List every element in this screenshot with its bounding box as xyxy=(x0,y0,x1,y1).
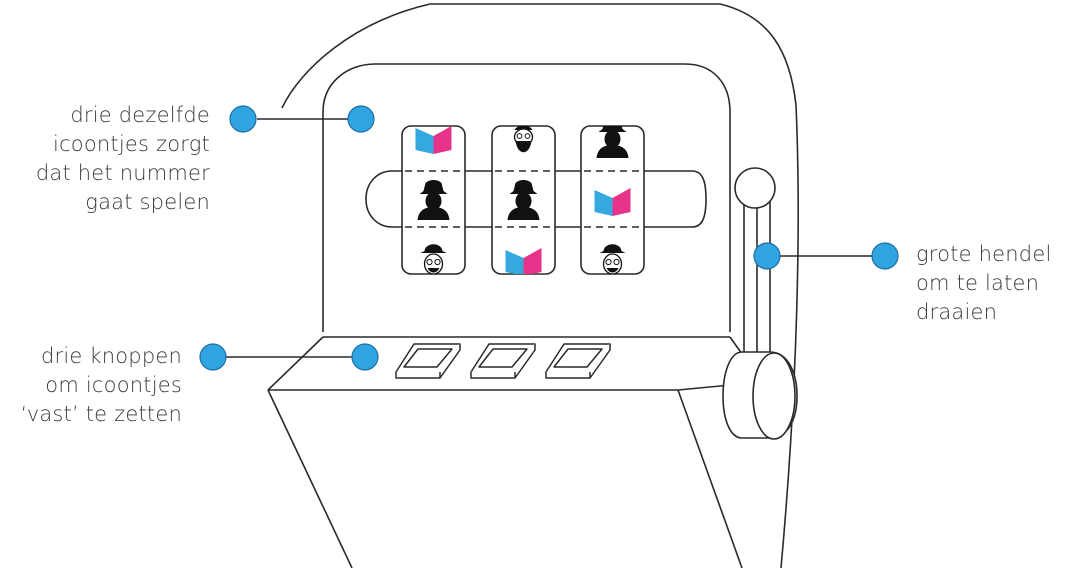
callout-lever-line: om te laten xyxy=(916,269,1051,298)
hold-button-2[interactable] xyxy=(471,344,535,378)
callout-reels-line: dat het nummer xyxy=(36,159,210,188)
callout-reels-line: gaat spelen xyxy=(36,188,210,217)
cabinet-right-side xyxy=(781,105,798,568)
console-left-edge xyxy=(268,337,323,390)
hold-buttons xyxy=(396,344,610,378)
callout-reels: drie dezelfde icoontjes zorgt dat het nu… xyxy=(36,101,210,217)
cabinet-left-leg xyxy=(268,390,352,568)
callout-reels-line: drie dezelfde xyxy=(36,101,210,130)
callout-lever-line: grote hendel xyxy=(916,240,1051,269)
marker-reels-right xyxy=(348,106,374,132)
callout-lever-line: draaien xyxy=(916,298,1051,327)
callout-buttons: drie knoppen om icoontjes ‘vast’ te zett… xyxy=(21,342,182,429)
reels xyxy=(402,118,644,276)
marker-lever-left xyxy=(754,243,780,269)
lever-base-cap xyxy=(753,353,795,439)
callout-reels-line: icoontjes zorgt xyxy=(36,130,210,159)
callout-buttons-line: ‘vast’ te zetten xyxy=(21,400,182,429)
marker-lever-right xyxy=(872,243,898,269)
reel-2 xyxy=(492,126,555,277)
slot-machine-outline xyxy=(268,4,798,568)
callout-buttons-line: om icoontjes xyxy=(21,371,182,400)
lever[interactable] xyxy=(723,168,797,439)
reel-3 xyxy=(581,118,644,274)
marker-buttons-left xyxy=(200,344,226,370)
callout-buttons-line: drie knoppen xyxy=(21,342,182,371)
reel-1 xyxy=(402,126,465,274)
lever-knob[interactable] xyxy=(735,168,775,208)
hold-button-3[interactable] xyxy=(546,344,610,378)
marker-buttons-right xyxy=(352,344,378,370)
hold-button-1[interactable] xyxy=(396,344,460,378)
callout-lever: grote hendel om te laten draaien xyxy=(916,240,1051,327)
marker-reels-left xyxy=(230,106,256,132)
cabinet-top-arch xyxy=(282,4,796,108)
